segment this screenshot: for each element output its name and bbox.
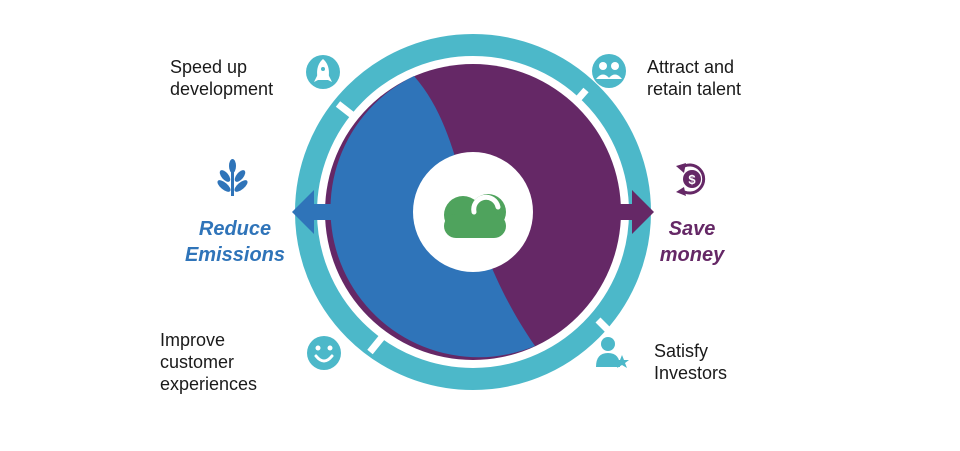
improve-customer-experiences-label: Improve customer experiences [160,330,258,394]
investor-star-icon [596,337,629,368]
arrow-left-icon [292,190,336,234]
cloud-icon [444,194,506,238]
reduce-emissions-label: Reduce Emissions [184,218,286,266]
smiley-icon [307,336,341,370]
leaf-sprout-icon [217,159,248,196]
satisfy-investors-label: Satisfy Investors [654,341,728,383]
speed-up-development-label: Speed up development [170,57,274,99]
save-money-label: Save money [659,218,725,266]
money-cycle-icon: $ [676,163,706,196]
arrow-right-icon [612,190,654,234]
attract-retain-talent-label: Attract and retain talent [647,57,742,99]
people-icon [592,54,626,88]
svg-text:$: $ [688,172,696,187]
rocket-icon [306,55,340,89]
